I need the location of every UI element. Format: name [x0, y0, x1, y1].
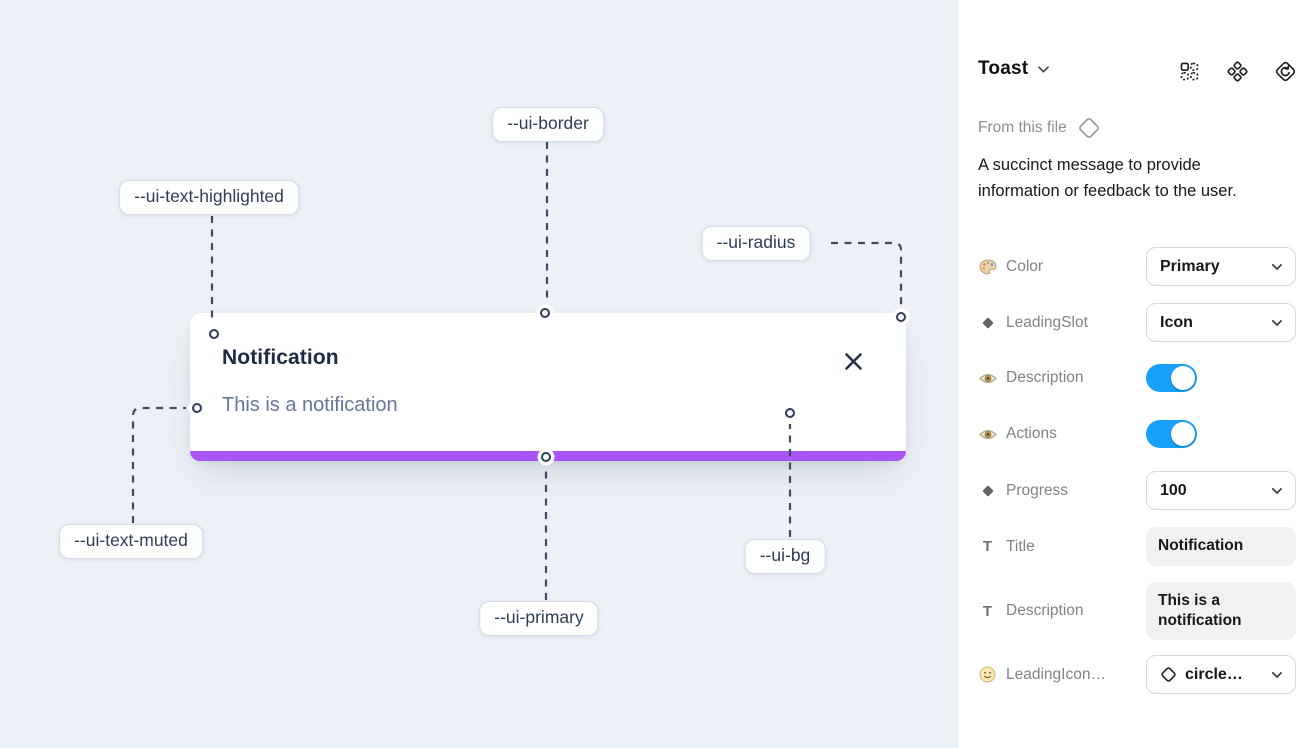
leading-icon-dropdown-value: circle… — [1185, 665, 1243, 683]
chevron-down-icon — [1271, 671, 1283, 678]
source-row: From this file — [978, 116, 1101, 140]
chevron-down-icon — [1271, 263, 1283, 270]
chevron-down-icon — [1038, 65, 1050, 73]
diamond-outline-icon — [1161, 667, 1176, 682]
prop-label-leading-icon: LeadingIcon… — [978, 666, 1106, 684]
eye-icon — [978, 372, 997, 385]
color-dropdown-value: Primary — [1160, 257, 1220, 275]
leading-slot-dropdown[interactable]: Icon — [1146, 303, 1296, 342]
close-icon — [845, 353, 862, 370]
prop-label-leading-slot: LeadingSlot — [978, 314, 1088, 332]
source-label: From this file — [978, 119, 1067, 136]
annotation-dot-border — [540, 308, 550, 318]
variant-diamond-icon — [978, 484, 997, 498]
prop-label-description-text: T Description — [978, 602, 1084, 620]
annotation-dot-text-highlighted — [209, 329, 219, 339]
toast-title: Notification — [222, 346, 339, 369]
annotation-label-ui-primary: --ui-primary — [479, 601, 599, 636]
component-description: A succinct message to provide informatio… — [978, 156, 1237, 200]
progress-dropdown-value: 100 — [1160, 481, 1187, 499]
toast-description: This is a notification — [222, 394, 398, 416]
annotation-label-ui-bg: --ui-bg — [744, 539, 826, 574]
annotation-dot-radius — [896, 312, 906, 322]
leading-icon-dropdown[interactable]: circle… — [1146, 655, 1296, 694]
text-property-icon: T — [982, 602, 993, 620]
properties-panel: Toast Fr — [958, 0, 1312, 748]
prop-row-description-visible: Description — [978, 364, 1296, 392]
prop-row-leading-icon: LeadingIcon… circle… — [978, 655, 1296, 694]
title-text-field[interactable]: Notification — [1146, 527, 1296, 566]
chevron-down-icon — [1271, 487, 1283, 494]
canvas: Notification This is a notification — [0, 0, 958, 748]
prop-label-title-text: T Title — [978, 538, 1035, 556]
go-to-main-component-icon[interactable] — [1274, 60, 1297, 83]
eye-icon — [978, 428, 997, 441]
annotation-dot-primary — [541, 452, 551, 462]
palette-icon — [978, 258, 997, 275]
toast-close-button[interactable] — [842, 350, 865, 373]
prop-row-title-text: T Title Notification — [978, 527, 1296, 566]
instance-swap-icon[interactable] — [1178, 60, 1201, 83]
prop-row-description-text: T Description This is a notification — [978, 582, 1296, 640]
annotation-label-ui-radius: --ui-radius — [701, 226, 811, 261]
leading-slot-dropdown-value: Icon — [1160, 313, 1193, 331]
component-title: Toast — [978, 58, 1029, 79]
toggle-knob — [1171, 422, 1195, 446]
chevron-down-icon — [1271, 319, 1283, 326]
annotation-dot-bg — [785, 408, 795, 418]
annotation-label-ui-text-muted: --ui-text-muted — [59, 524, 203, 559]
annotation-label-ui-border: --ui-border — [492, 107, 604, 142]
annotation-label-ui-text-highlighted: --ui-text-highlighted — [119, 180, 299, 215]
prop-row-color: Color Primary — [978, 247, 1296, 286]
progress-dropdown[interactable]: 100 — [1146, 471, 1296, 510]
prop-row-progress: Progress 100 — [978, 471, 1296, 510]
component-icon[interactable] — [1226, 60, 1249, 83]
description-toggle[interactable] — [1146, 364, 1197, 392]
smiley-icon — [978, 666, 997, 683]
annotation-dot-text-muted — [192, 403, 202, 413]
actions-toggle[interactable] — [1146, 420, 1197, 448]
prop-row-actions-visible: Actions — [978, 420, 1296, 448]
description-text-field[interactable]: This is a notification — [1146, 582, 1296, 640]
prop-label-description-visible: Description — [978, 369, 1084, 387]
text-property-icon: T — [982, 538, 993, 555]
color-dropdown[interactable]: Primary — [1146, 247, 1296, 286]
diamond-outline-icon — [1078, 118, 1099, 138]
variant-diamond-icon — [978, 316, 997, 330]
prop-row-leading-slot: LeadingSlot Icon — [978, 303, 1296, 342]
panel-header-icons — [1178, 60, 1297, 83]
component-selector[interactable]: Toast — [978, 58, 1050, 80]
toggle-knob — [1171, 366, 1195, 390]
prop-label-actions-visible: Actions — [978, 425, 1057, 443]
prop-label-progress: Progress — [978, 482, 1068, 500]
connector-lines — [131, 142, 903, 600]
prop-label-color: Color — [978, 258, 1043, 276]
